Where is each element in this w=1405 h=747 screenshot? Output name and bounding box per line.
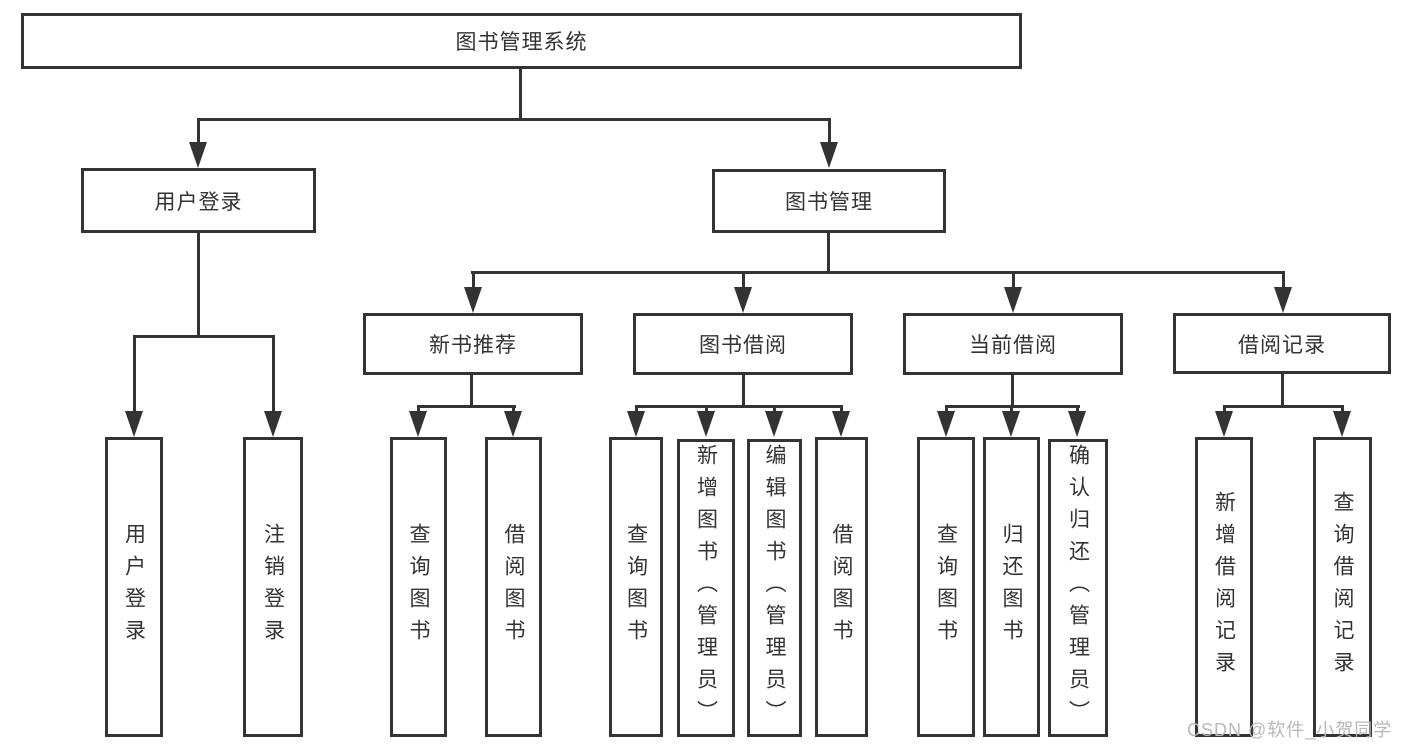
connector-borrow-drop — [773, 408, 776, 411]
connector-current-drop — [1076, 408, 1079, 411]
node-label: 当前借阅 — [969, 334, 1057, 357]
leaf-current-confirm-return-admin: 确认归还（管理员） — [1048, 439, 1108, 737]
node-label: 借阅图书 — [830, 523, 853, 651]
connector-recommend-vline — [470, 375, 473, 405]
node-label: 借阅图书 — [502, 523, 525, 651]
node-label: 新增图书（管理员） — [694, 444, 718, 732]
leaf-recommend-query-books: 查询图书 — [390, 437, 447, 737]
connector-borrow-drop — [840, 408, 843, 411]
node-label: 查询借阅记录 — [1331, 491, 1354, 683]
arrowhead — [264, 411, 282, 437]
csdn-watermark: CSDN @软件_小贺同学 — [1187, 720, 1393, 740]
node-label: 确认归还（管理员） — [1066, 444, 1090, 732]
connector-login-drop — [133, 338, 136, 411]
node-label: 新书推荐 — [429, 334, 517, 357]
node-label: 用户登录 — [154, 190, 243, 214]
connector-current-vline — [1011, 375, 1014, 405]
connector-mgmt-hline — [471, 271, 1285, 274]
connector-root-drop — [828, 121, 831, 142]
node-label: 归还图书 — [1000, 523, 1023, 651]
connector-mgmt-drop — [742, 274, 745, 287]
connector-mgmt-drop — [1012, 274, 1015, 287]
node-new-book-recommend: 新书推荐 — [363, 313, 583, 375]
connector-mgmt-drop — [472, 274, 475, 287]
leaf-records-query-record: 查询借阅记录 — [1313, 437, 1372, 737]
arrowhead — [1068, 411, 1086, 437]
arrowhead — [765, 411, 783, 437]
node-label: 新增借阅记录 — [1212, 491, 1236, 683]
connector-borrow-hline — [635, 405, 843, 408]
node-system-root: 图书管理系统 — [21, 13, 1022, 69]
arrowhead — [697, 411, 715, 437]
connector-login-hline — [133, 335, 275, 338]
node-user-login: 用户登录 — [81, 168, 316, 233]
arrowhead — [189, 142, 207, 168]
connector-recommend-drop — [512, 408, 515, 411]
connector-root-hline — [197, 118, 831, 121]
arrowhead — [1002, 411, 1020, 437]
connector-current-drop — [945, 408, 948, 411]
leaf-borrow-query-books: 查询图书 — [609, 437, 663, 737]
arrowhead — [504, 411, 522, 437]
node-label: 图书管理 — [785, 191, 873, 214]
node-label: 查询图书 — [624, 523, 648, 651]
connector-recommend-drop — [417, 408, 420, 411]
node-label: 用户登录 — [122, 523, 146, 651]
arrowhead — [409, 411, 427, 437]
leaf-borrow-borrow-books: 借阅图书 — [815, 437, 868, 737]
node-label: 查询图书 — [407, 523, 430, 651]
leaf-borrow-add-books-admin: 新增图书（管理员） — [677, 439, 735, 737]
node-book-management: 图书管理 — [712, 169, 946, 233]
leaf-current-return-books: 归还图书 — [983, 437, 1040, 737]
connector-current-hline — [945, 405, 1080, 408]
connector-records-drop — [1341, 408, 1344, 411]
leaf-current-query-books: 查询图书 — [917, 437, 975, 737]
node-book-borrow: 图书借阅 — [633, 313, 853, 375]
arrowhead — [734, 287, 752, 313]
arrowhead — [1215, 411, 1233, 437]
arrowhead — [832, 411, 850, 437]
connector-recommend-hline — [417, 405, 516, 408]
arrowhead — [125, 411, 143, 437]
connector-root-drop — [197, 121, 200, 142]
connector-records-hline — [1223, 405, 1344, 408]
leaf-borrow-edit-books-admin: 编辑图书（管理员） — [747, 439, 802, 737]
node-label: 注销登录 — [261, 523, 285, 651]
arrowhead — [937, 411, 955, 437]
connector-borrow-drop — [635, 408, 638, 411]
arrowhead — [627, 411, 645, 437]
node-label: 图书管理系统 — [455, 31, 588, 54]
node-borrow-records: 借阅记录 — [1173, 313, 1391, 374]
connector-login-vline — [197, 233, 200, 335]
node-label: 图书借阅 — [699, 334, 787, 357]
leaf-user-login: 用户登录 — [105, 437, 163, 737]
connector-mgmt-drop — [1282, 274, 1285, 287]
leaf-recommend-borrow-books: 借阅图书 — [485, 437, 542, 737]
connector-root-vline — [519, 69, 522, 118]
arrowhead — [1333, 411, 1351, 437]
connector-borrow-drop — [705, 408, 708, 411]
leaf-logout: 注销登录 — [243, 437, 303, 737]
arrowhead — [1004, 287, 1022, 313]
connector-mgmt-vline — [827, 233, 830, 271]
arrowhead — [464, 287, 482, 313]
connector-records-vline — [1281, 374, 1284, 405]
node-label: 查询图书 — [934, 523, 958, 651]
connector-login-drop — [272, 338, 275, 411]
arrowhead — [1274, 287, 1292, 313]
connector-records-drop — [1223, 408, 1226, 411]
leaf-records-add-record: 新增借阅记录 — [1195, 437, 1253, 737]
node-current-borrow: 当前借阅 — [903, 313, 1123, 375]
node-label: 借阅记录 — [1238, 333, 1326, 357]
node-label: 编辑图书（管理员） — [763, 444, 786, 732]
connector-borrow-vline — [742, 375, 745, 405]
connector-current-drop — [1010, 408, 1013, 411]
arrowhead — [820, 142, 838, 168]
